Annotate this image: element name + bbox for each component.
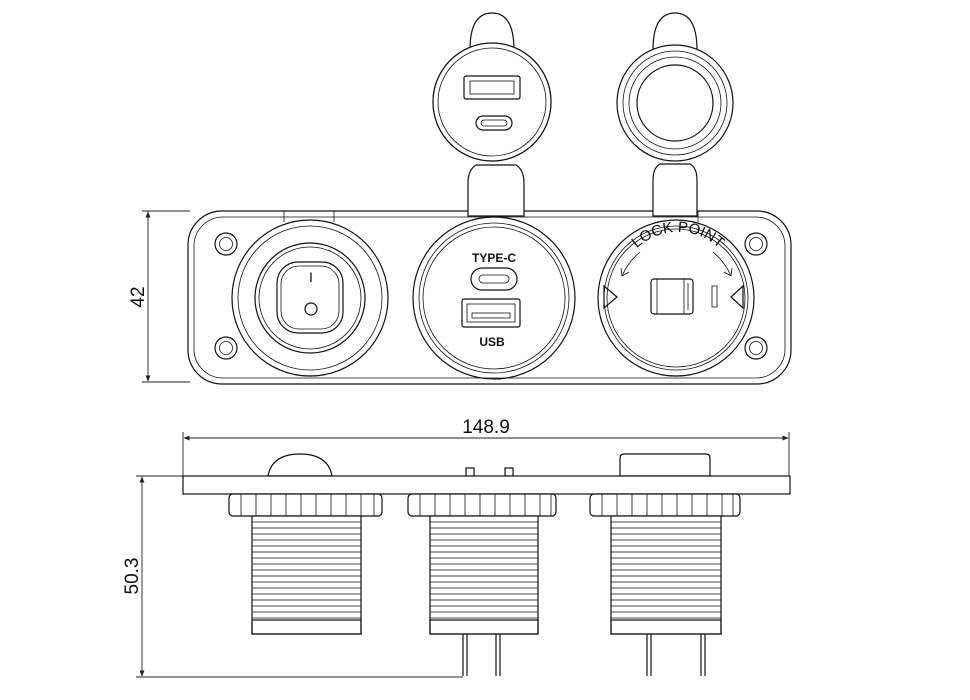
mounting-hole-top-left (214, 232, 238, 256)
usb-charger-cap (432, 12, 552, 217)
switch-off-circle (304, 302, 318, 316)
usb-label: USB (479, 335, 505, 349)
usb-port (461, 298, 521, 328)
lighter-body-side (589, 493, 741, 676)
lock-arrow-left (621, 251, 641, 277)
dimension-width-label: 148.9 (462, 417, 510, 438)
lighter-terminals (646, 634, 706, 676)
arrow-marker-right (730, 284, 744, 310)
type-c-label: TYPE-C (472, 251, 516, 265)
dimension-height-front (142, 210, 190, 383)
lighter-cap (616, 12, 734, 217)
rocker-switch-socket (231, 219, 389, 377)
lighter-contact (650, 278, 694, 315)
dimension-height-side-label: 50.3 (122, 558, 143, 595)
usb-cap-tab (469, 12, 515, 51)
usb-charger-socket (412, 216, 576, 380)
cap-hinge-right (504, 467, 514, 477)
cap-hinge-left (465, 467, 475, 477)
switch-bump (267, 453, 333, 477)
front-view: I TYPE-C USB (187, 12, 792, 385)
lighter-cap-body (616, 44, 734, 162)
side-view (182, 453, 791, 676)
mounting-hole-top-right (744, 232, 768, 256)
side-panel-plate (182, 475, 791, 495)
dimension-width (182, 432, 790, 476)
panel-notches (283, 211, 699, 222)
type-c-port (470, 267, 518, 291)
mounting-hole-bottom-right (744, 336, 768, 360)
lighter-cap-tab (652, 12, 698, 51)
mounting-hole-bottom-left (214, 336, 238, 360)
rocker-switch-button (276, 261, 344, 334)
usb-cap-strap (467, 164, 525, 217)
lighter-socket (597, 219, 755, 377)
dimension-height-side (136, 475, 463, 678)
dimension-height-front-label: 42 (128, 286, 149, 307)
usb-terminals (462, 634, 501, 676)
arrow-marker-left (603, 284, 618, 310)
lighter-cap-strap (652, 163, 698, 217)
lock-arrow-right (712, 251, 732, 277)
lighter-cap-bump (619, 453, 711, 477)
switch-body-side (228, 493, 383, 635)
switch-on-label: I (309, 269, 313, 285)
usb-body-side (407, 493, 557, 676)
